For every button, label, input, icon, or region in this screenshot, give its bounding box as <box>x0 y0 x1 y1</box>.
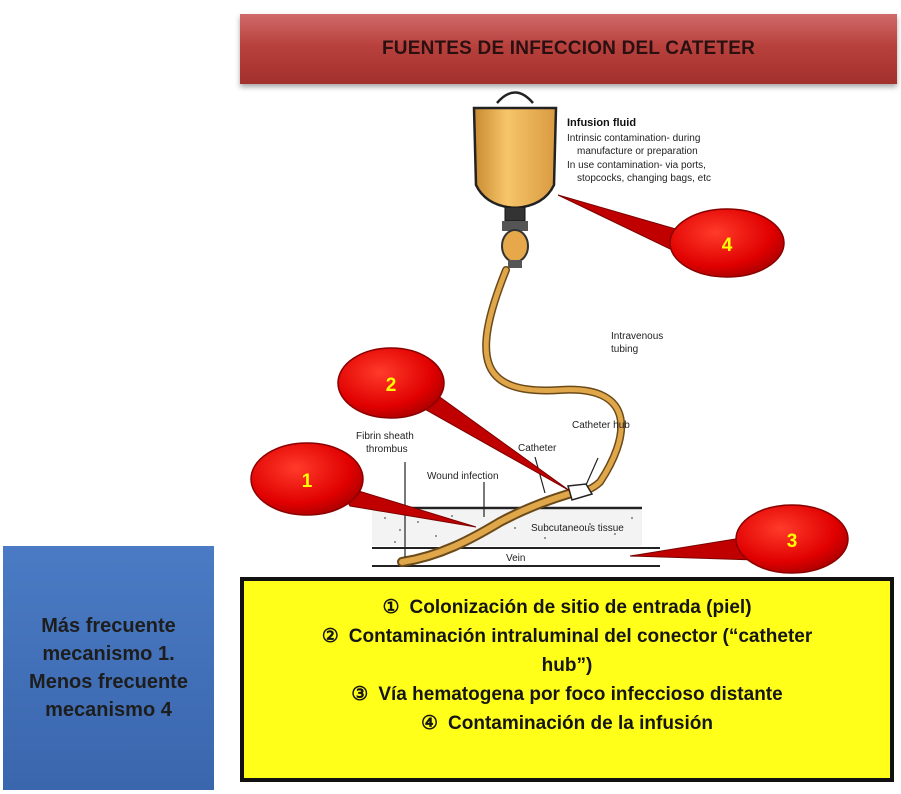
legend-text-4: Contaminación de la infusión <box>448 713 713 734</box>
vein-label: Vein <box>506 553 525 564</box>
side-note-text: Más frecuente mecanismo 1. Menos frecuen… <box>29 615 188 721</box>
legend-text-2b: hub”) <box>541 655 593 676</box>
infusion-fluid-line-3: In use contamination- via ports, <box>567 160 706 171</box>
infusion-fluid-label: Infusion fluid <box>567 117 636 129</box>
legend-item-2-continued: hub”) <box>244 651 890 680</box>
legend-item-4: ④ Contaminación de la infusión <box>244 709 890 738</box>
fibrin-label-2: thrombus <box>366 444 408 455</box>
legend-item-3: ③ Vía hematogena por foco infeccioso dist… <box>244 680 890 709</box>
legend-item-2: ② Contaminación intraluminal del conector… <box>244 622 890 651</box>
legend-number-4: ④ <box>420 713 439 734</box>
side-note-box: Más frecuente mecanismo 1. Menos frecuen… <box>3 546 214 790</box>
legend-box: ① Colonización de sitio de entrada (piel)… <box>240 577 894 782</box>
callout-4: 4 <box>557 194 785 278</box>
catheter-hub <box>567 483 594 501</box>
title-banner: FUENTES DE INFECCION DEL CATETER <box>240 14 897 84</box>
infusion-bag <box>472 106 558 210</box>
intravenous-tubing-label-2: tubing <box>611 344 638 355</box>
legend-number-1: ① <box>382 597 400 618</box>
callout-3: 3 <box>629 504 849 574</box>
bag-hanger <box>496 91 534 104</box>
infusion-fluid-line-4: stopcocks, changing bags, etc <box>577 173 711 184</box>
legend-number-3: ③ <box>351 684 369 705</box>
svg-text:1: 1 <box>302 471 313 492</box>
drip-chamber <box>501 229 529 263</box>
intravenous-tubing-label-1: Intravenous <box>611 331 663 342</box>
wound-infection-label: Wound infection <box>427 471 499 482</box>
callout-1: 1 <box>250 442 477 528</box>
subcutaneous-label: Subcutaneous tissue <box>531 523 624 534</box>
legend-item-1: ① Colonización de sitio de entrada (piel) <box>244 593 890 622</box>
catheter-label: Catheter <box>518 443 557 454</box>
infusion-fluid-line-2: manufacture or preparation <box>577 146 698 157</box>
svg-text:4: 4 <box>722 235 733 256</box>
page-title: FUENTES DE INFECCION DEL CATETER <box>381 38 756 59</box>
infusion-fluid-line-1: Intrinsic contamination- during <box>567 133 700 144</box>
drip-chamber-top <box>502 221 528 231</box>
legend-number-2: ② <box>321 626 339 647</box>
svg-text:2: 2 <box>386 375 397 396</box>
bag-neck <box>504 206 526 222</box>
svg-text:3: 3 <box>787 531 798 552</box>
legend-text-2: Contaminación intraluminal del conector … <box>348 626 813 647</box>
legend-text-1: Colonización de sitio de entrada (piel) <box>409 597 752 618</box>
fibrin-label-1: Fibrin sheath <box>356 431 414 442</box>
catheter-hub-label: Catheter hub <box>572 420 630 431</box>
legend-text-3: Vía hematogena por foco infeccioso dista… <box>378 684 783 705</box>
drip-chamber-bottom <box>508 260 522 268</box>
callout-2: 2 <box>337 347 571 492</box>
